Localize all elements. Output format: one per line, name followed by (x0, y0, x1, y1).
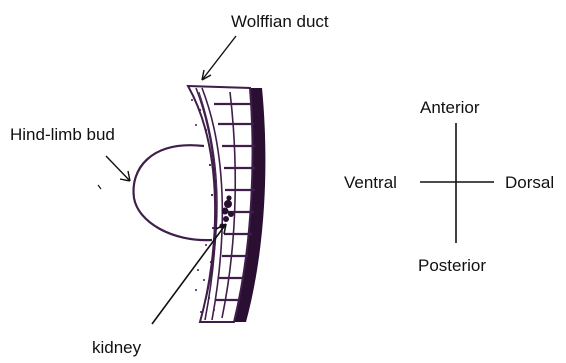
kidney-annotation: kidney (92, 224, 226, 357)
wolffian-duct-label: Wolffian duct (231, 12, 329, 31)
hind-limb-bud-shape (134, 145, 212, 240)
compass-posterior-label: Posterior (418, 256, 486, 275)
compass-ventral-label: Ventral (344, 173, 397, 192)
hind-limb-bud-arrow-line (106, 156, 130, 181)
hind-limb-bud-label: Hind-limb bud (10, 125, 115, 144)
orientation-compass: Anterior Posterior Ventral Dorsal (344, 98, 554, 275)
hind-limb-bud-annotation: Hind-limb bud (10, 125, 130, 189)
kidney-label: kidney (92, 338, 142, 357)
embryo-section (134, 86, 266, 322)
wolffian-duct-annotation: Wolffian duct (202, 12, 329, 80)
wolffian-duct-arrow-line (202, 36, 236, 80)
compass-anterior-label: Anterior (420, 98, 480, 117)
compass-dorsal-label: Dorsal (505, 173, 554, 192)
hind-limb-bud-tick (98, 185, 101, 189)
